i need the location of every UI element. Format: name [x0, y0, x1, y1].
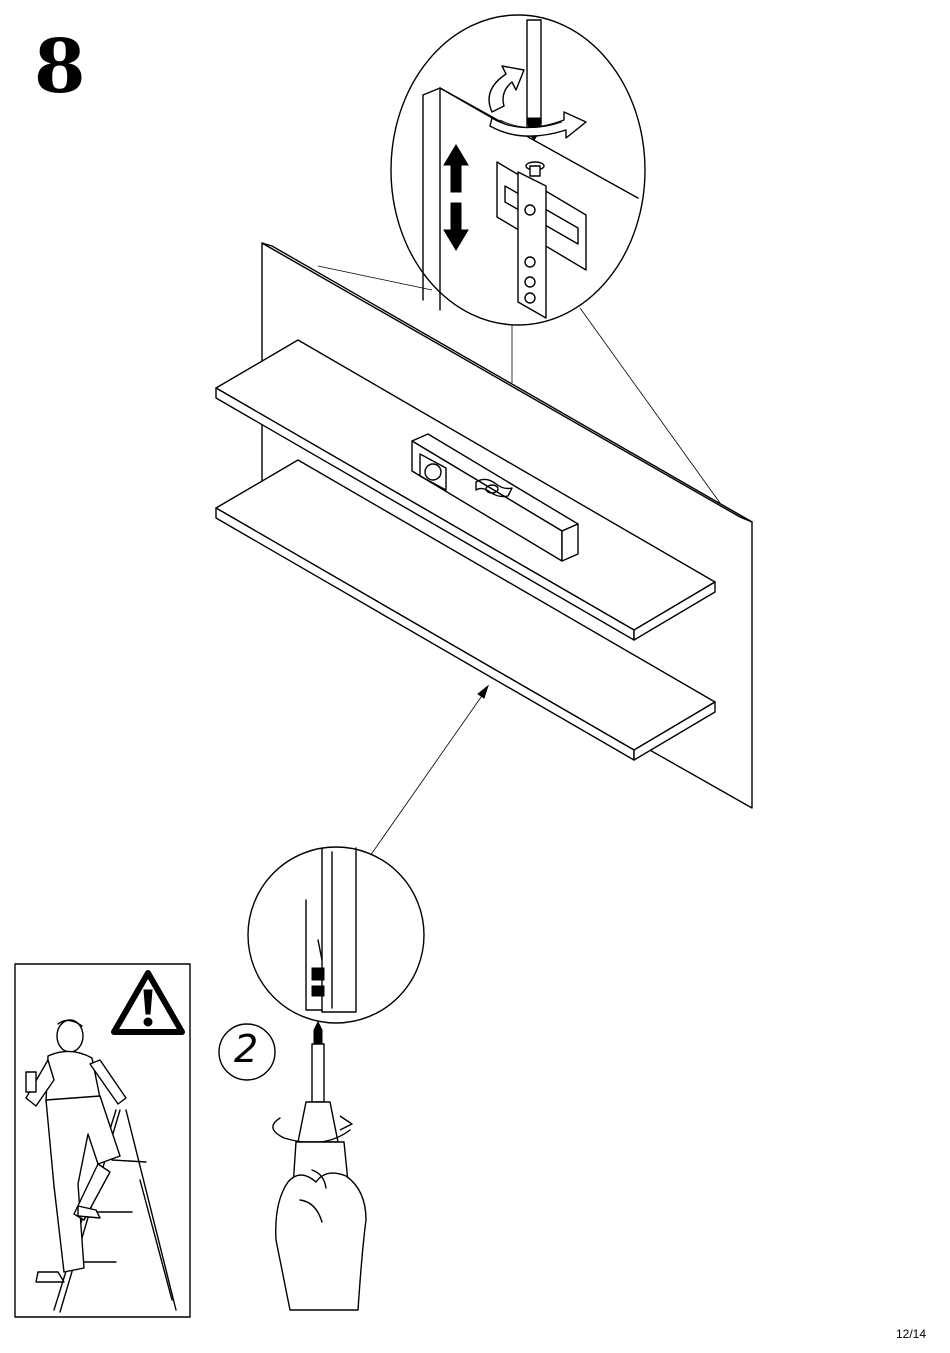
screwdriver-hand [273, 1022, 366, 1310]
warning-triangle-icon [114, 973, 182, 1032]
person-on-ladder [26, 1020, 126, 1282]
bracket-detail-circle [391, 15, 645, 325]
lower-leader-line [370, 690, 486, 856]
page-counter: 12/14 [896, 1327, 926, 1341]
sub-step-number: 2 [234, 1030, 258, 1068]
safety-panel [15, 964, 190, 1317]
screw-detail-circle [248, 847, 424, 1023]
